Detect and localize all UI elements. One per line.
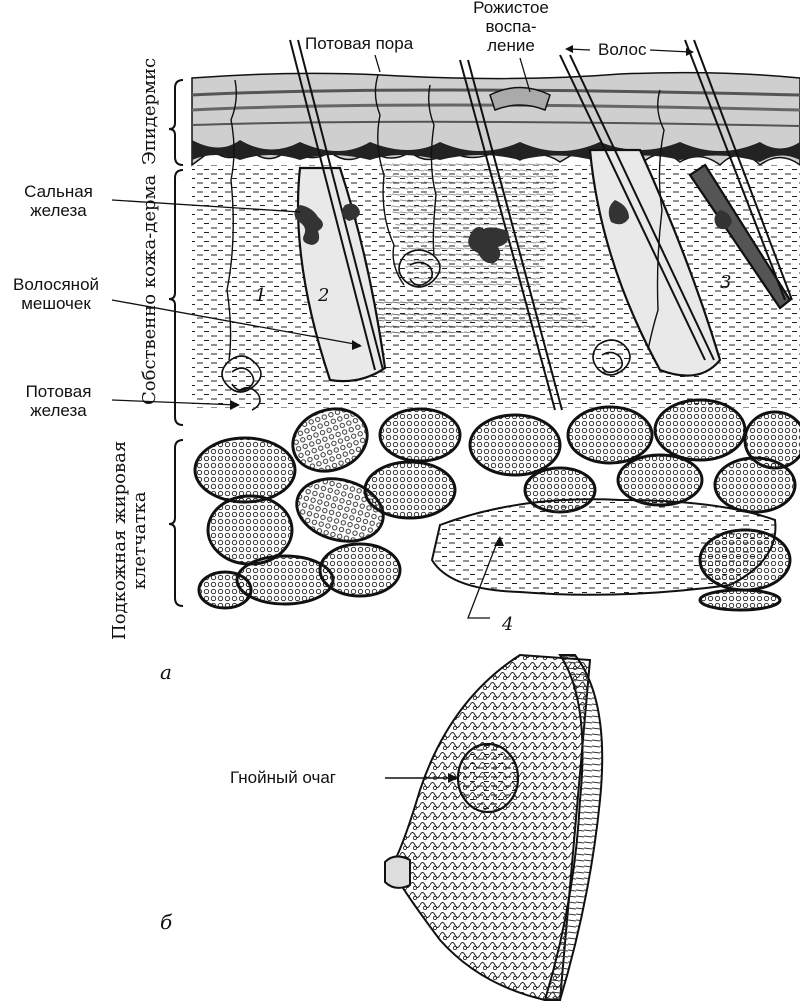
- panel-b-label: б: [160, 910, 173, 934]
- dermis-layer-label: Собственно кожа-дерма: [139, 174, 160, 405]
- nipple: [384, 855, 411, 889]
- breast-section: [384, 653, 604, 1001]
- sweat-pore-label: Потовая пора: [305, 34, 414, 53]
- sebaceous-gland-label: Сальная железа: [24, 182, 93, 220]
- breast-abscess: [456, 742, 520, 814]
- pectoral-muscle: [543, 654, 604, 1001]
- epidermis-layer-label: Эпидермис: [139, 57, 160, 165]
- leader-lines: [111, 45, 694, 619]
- erysipelas-label: Рожистое воспа- ление: [473, 0, 549, 55]
- sebaceous-glands: [294, 200, 732, 264]
- sweat-ducts: [226, 74, 665, 361]
- hair-shafts: [289, 39, 793, 411]
- hair-follicle-label: Волосяной мешочек: [12, 275, 100, 313]
- erysipelas-lesion: [489, 86, 551, 111]
- sweat-gland-label: Потовая железа: [25, 382, 92, 420]
- marker-4: 4: [502, 614, 514, 635]
- sweat-glands: [221, 249, 631, 411]
- fat-lobules: [193, 398, 800, 612]
- abscess-label: Гнойный очаг: [230, 768, 337, 787]
- panel-a-label: а: [160, 660, 172, 684]
- marker-1: 1: [255, 285, 267, 306]
- skin-cross-section: [191, 39, 800, 612]
- subcutaneous-abscess: [430, 498, 777, 596]
- marker-3: 3: [720, 272, 732, 293]
- hair-label: Волос: [598, 40, 647, 59]
- layer-braces: [168, 79, 184, 607]
- subcutaneous-layer-label: Подкожная жировая клетчатка: [109, 440, 150, 640]
- marker-2: 2: [318, 285, 330, 306]
